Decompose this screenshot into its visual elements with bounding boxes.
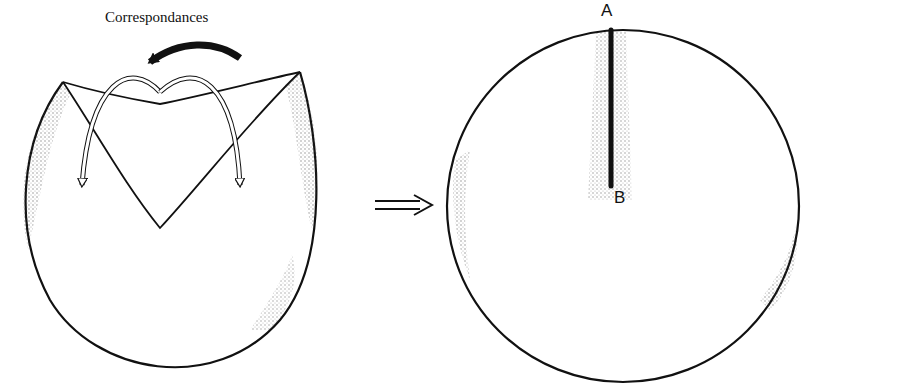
correspondence-label: Correspondances <box>105 10 208 25</box>
point-label: A <box>601 2 612 19</box>
implies-arrow <box>375 195 432 215</box>
opened-sphere <box>23 45 317 367</box>
slit-sphere <box>447 30 799 382</box>
point-label: B <box>614 189 625 206</box>
